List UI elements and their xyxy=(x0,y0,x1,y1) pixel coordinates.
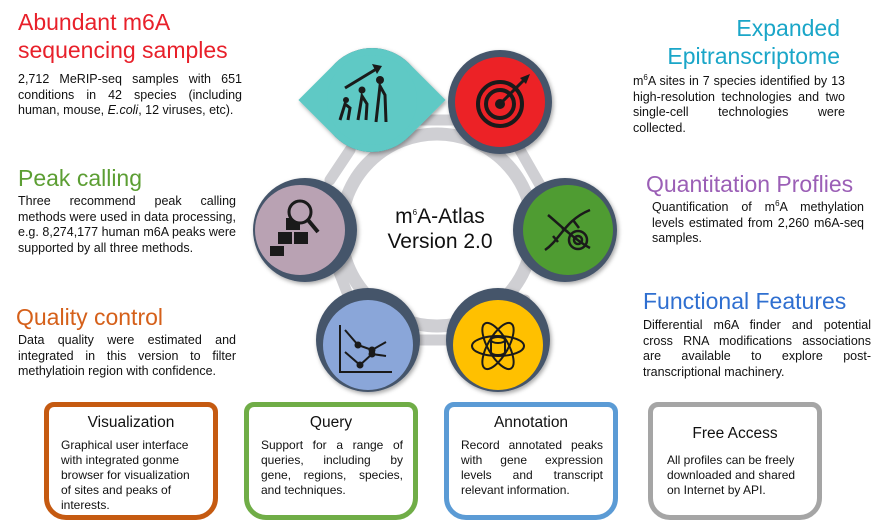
functional-text: Differential m6A finder and potential cr… xyxy=(643,318,871,379)
quality-text: Data quality were estimated and integrat… xyxy=(18,333,236,378)
petal-evolution xyxy=(298,48,446,152)
card-free-access-title: Free Access xyxy=(692,425,778,442)
card-visualization-text: Graphical user interface with integrated… xyxy=(61,438,190,512)
peak-text: Three recommend peak calling methods wer… xyxy=(18,194,236,255)
functional-title: Functional Features xyxy=(643,288,847,314)
card-free-access: Free Access All profiles can be freely d… xyxy=(648,402,822,520)
abundant-title: Abundant m6A sequencing samples xyxy=(18,9,228,63)
quality-title: Quality control xyxy=(16,304,164,330)
dna-icon xyxy=(544,208,591,252)
card-annotation: Annotation Record annotated peaks with g… xyxy=(444,402,618,520)
peak-title: Peak calling xyxy=(18,165,143,191)
database-search-icon xyxy=(270,199,320,256)
petal-line-chart xyxy=(316,288,420,392)
hub-title: m6A-Atlas xyxy=(395,205,485,228)
atom-database-icon xyxy=(471,321,525,371)
quant-title: Quantitation Proflies xyxy=(646,171,854,197)
petal-database-search xyxy=(253,178,357,282)
petal-atom xyxy=(446,288,550,392)
card-query: Query Support for a range of queries, in… xyxy=(244,402,418,520)
card-visualization-title: Visualization xyxy=(87,414,175,431)
abundant-text: 2,712 MeRIP-seq samples with 651 conditi… xyxy=(18,72,242,117)
expanded-text: m6A sites in 7 species identified by 13 … xyxy=(633,72,845,135)
card-annotation-text: Record annotated peaks with gene express… xyxy=(461,438,603,497)
quant-text: Quantification of m6A methylation levels… xyxy=(652,198,865,245)
card-query-title: Query xyxy=(309,414,353,431)
card-annotation-title: Annotation xyxy=(493,414,569,431)
expanded-title: Expanded Epitranscriptome xyxy=(667,15,840,69)
petal-dna xyxy=(513,178,617,282)
card-query-text: Support for a range of queries, includin… xyxy=(261,438,403,497)
hub-center-label: m6A-Atlas Version 2.0 xyxy=(360,204,520,254)
card-free-access-text: All profiles can be freely downloaded an… xyxy=(667,453,796,497)
petal-target xyxy=(448,50,552,154)
hub-version: Version 2.0 xyxy=(387,230,493,253)
card-visualization: Visualization Graphical user interface w… xyxy=(44,402,218,520)
target-icon xyxy=(476,74,530,128)
evolution-icon xyxy=(338,64,388,123)
line-chart-icon xyxy=(339,325,392,373)
